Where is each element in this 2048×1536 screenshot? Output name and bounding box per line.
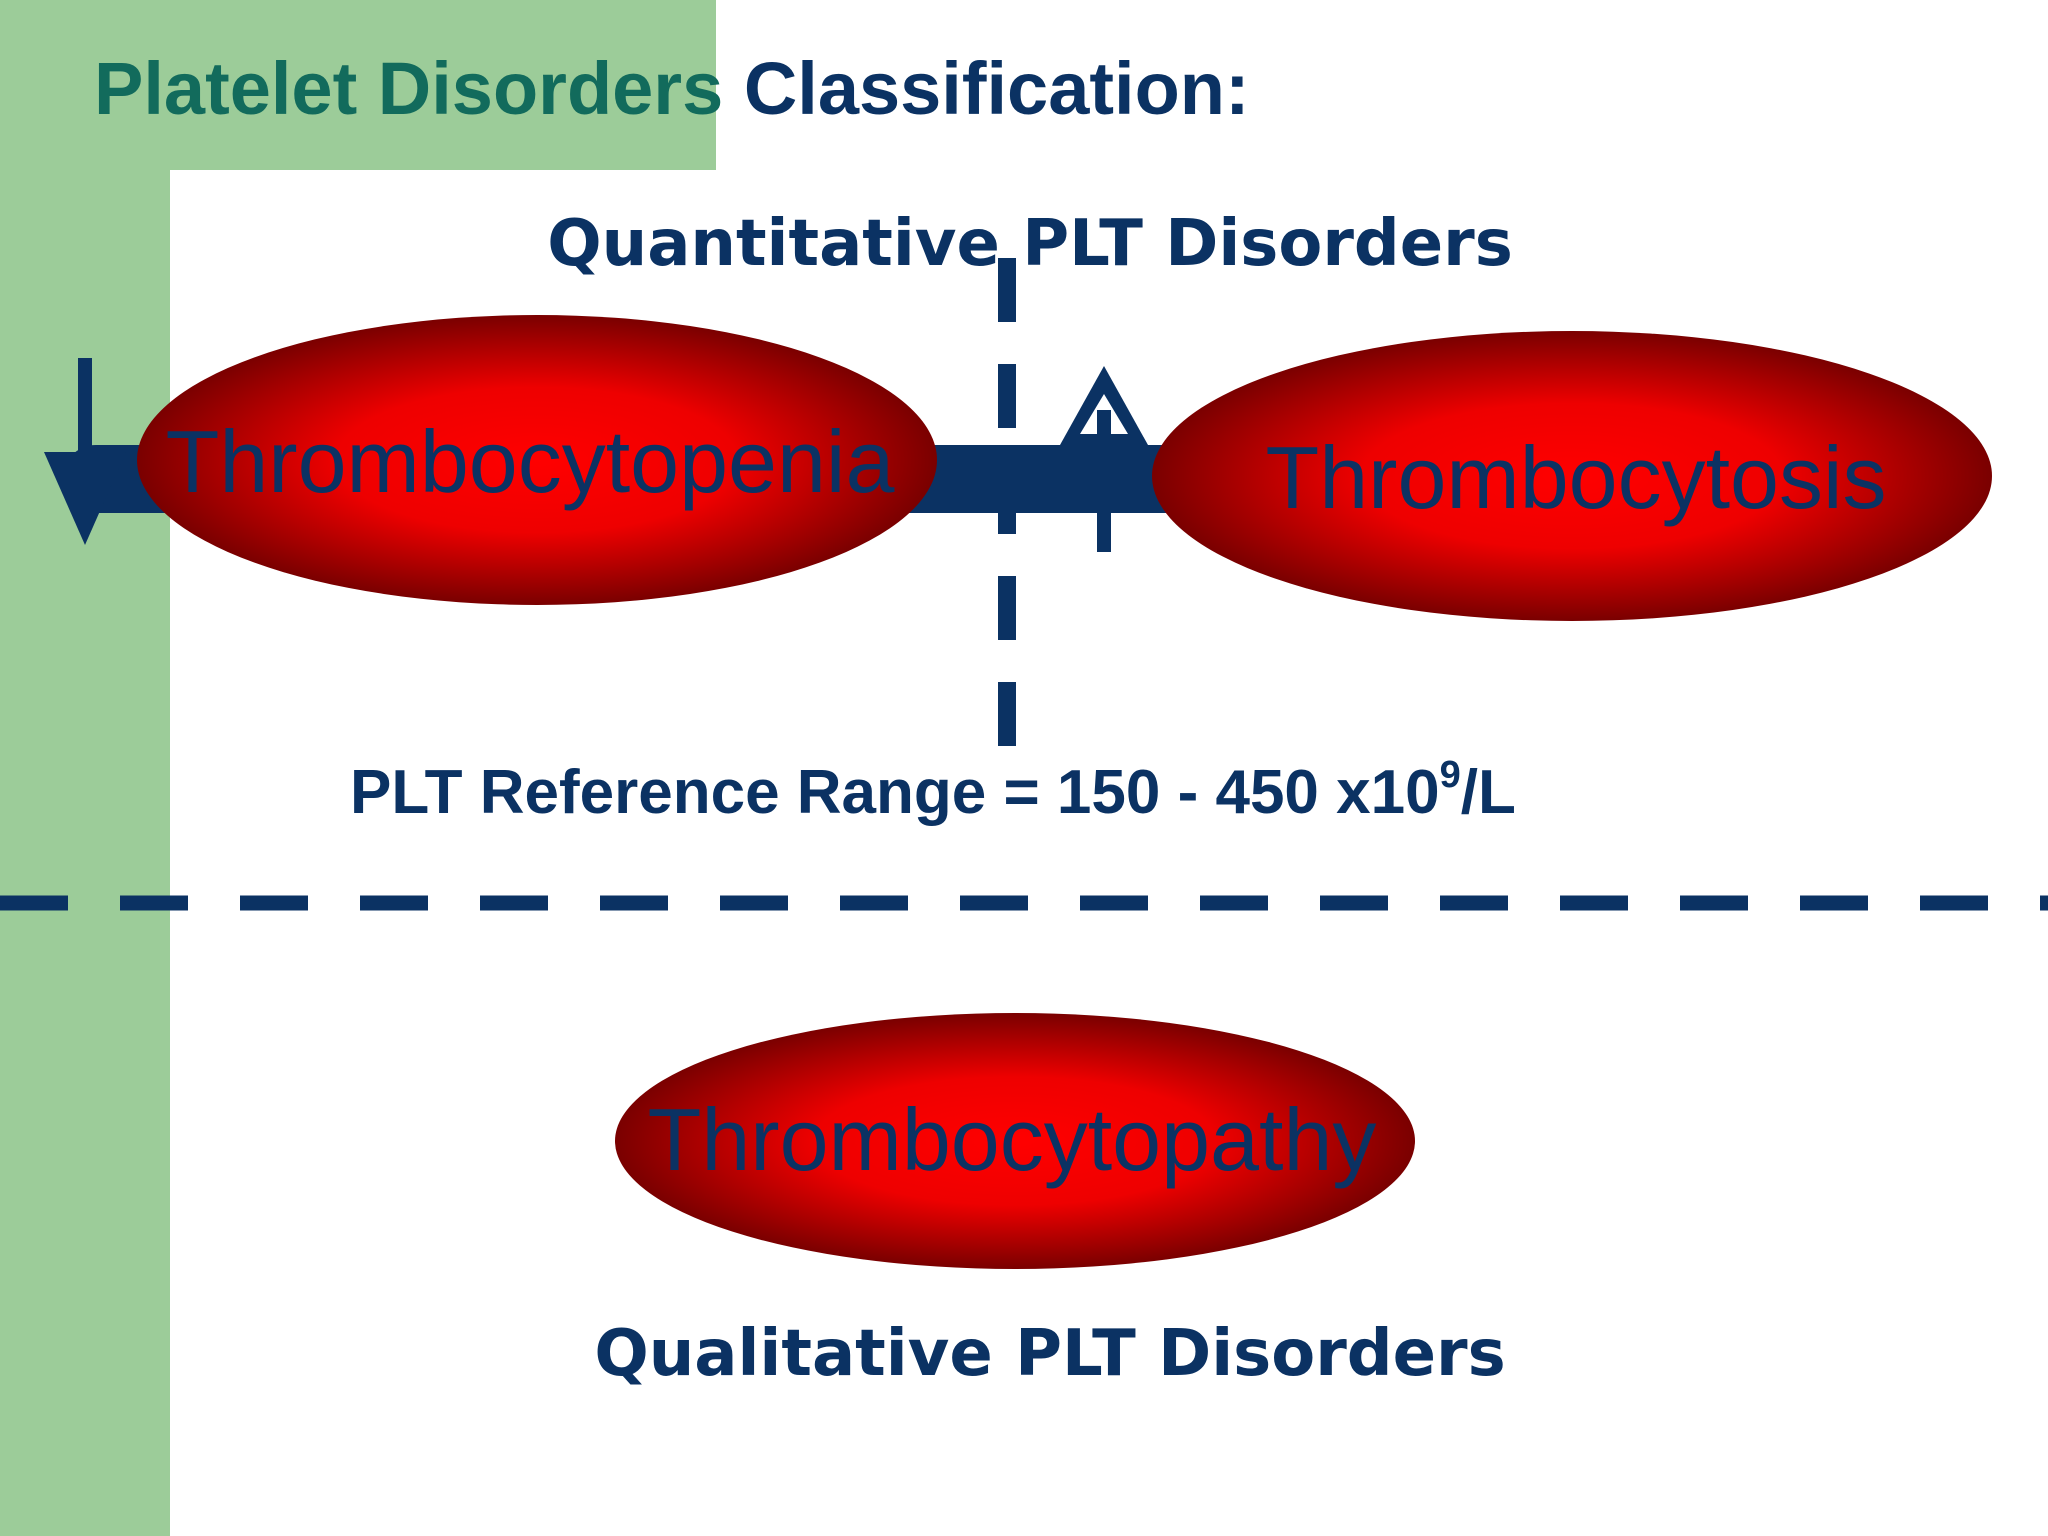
green-top-bar — [0, 0, 716, 170]
thrombocytosis-ellipse — [1152, 331, 1992, 621]
green-side-bar — [0, 0, 170, 1536]
thrombocytosis-label: Thrombocytosis — [1265, 428, 1887, 527]
qualitative-heading: Qualitative PLT Disorders — [594, 1317, 1506, 1391]
quantitative-heading: Quantitative PLT Disorders — [547, 207, 1513, 281]
thrombocytopenia-ellipse — [137, 315, 937, 605]
title-rest: Classification: — [743, 47, 1250, 130]
thrombocytopathy-label: Thrombocytopathy — [647, 1090, 1377, 1189]
slide-title: Platelet Disorders Classification: — [94, 52, 1250, 126]
thrombocytopenia-label: Thrombocytopenia — [165, 412, 895, 511]
title-highlight: Platelet Disorders — [94, 47, 724, 130]
up-arrow-icon — [1060, 366, 1148, 552]
reference-range-prefix: PLT Reference Range = 150 - 450 x10 — [350, 758, 1440, 827]
reference-range-unit: /L — [1460, 758, 1516, 827]
reference-range-text: PLT Reference Range = 150 - 450 x109/L — [350, 756, 1710, 824]
down-arrow-icon — [44, 358, 126, 545]
reference-range-exponent: 9 — [1439, 754, 1461, 796]
thrombocytopathy-ellipse — [615, 1013, 1415, 1269]
